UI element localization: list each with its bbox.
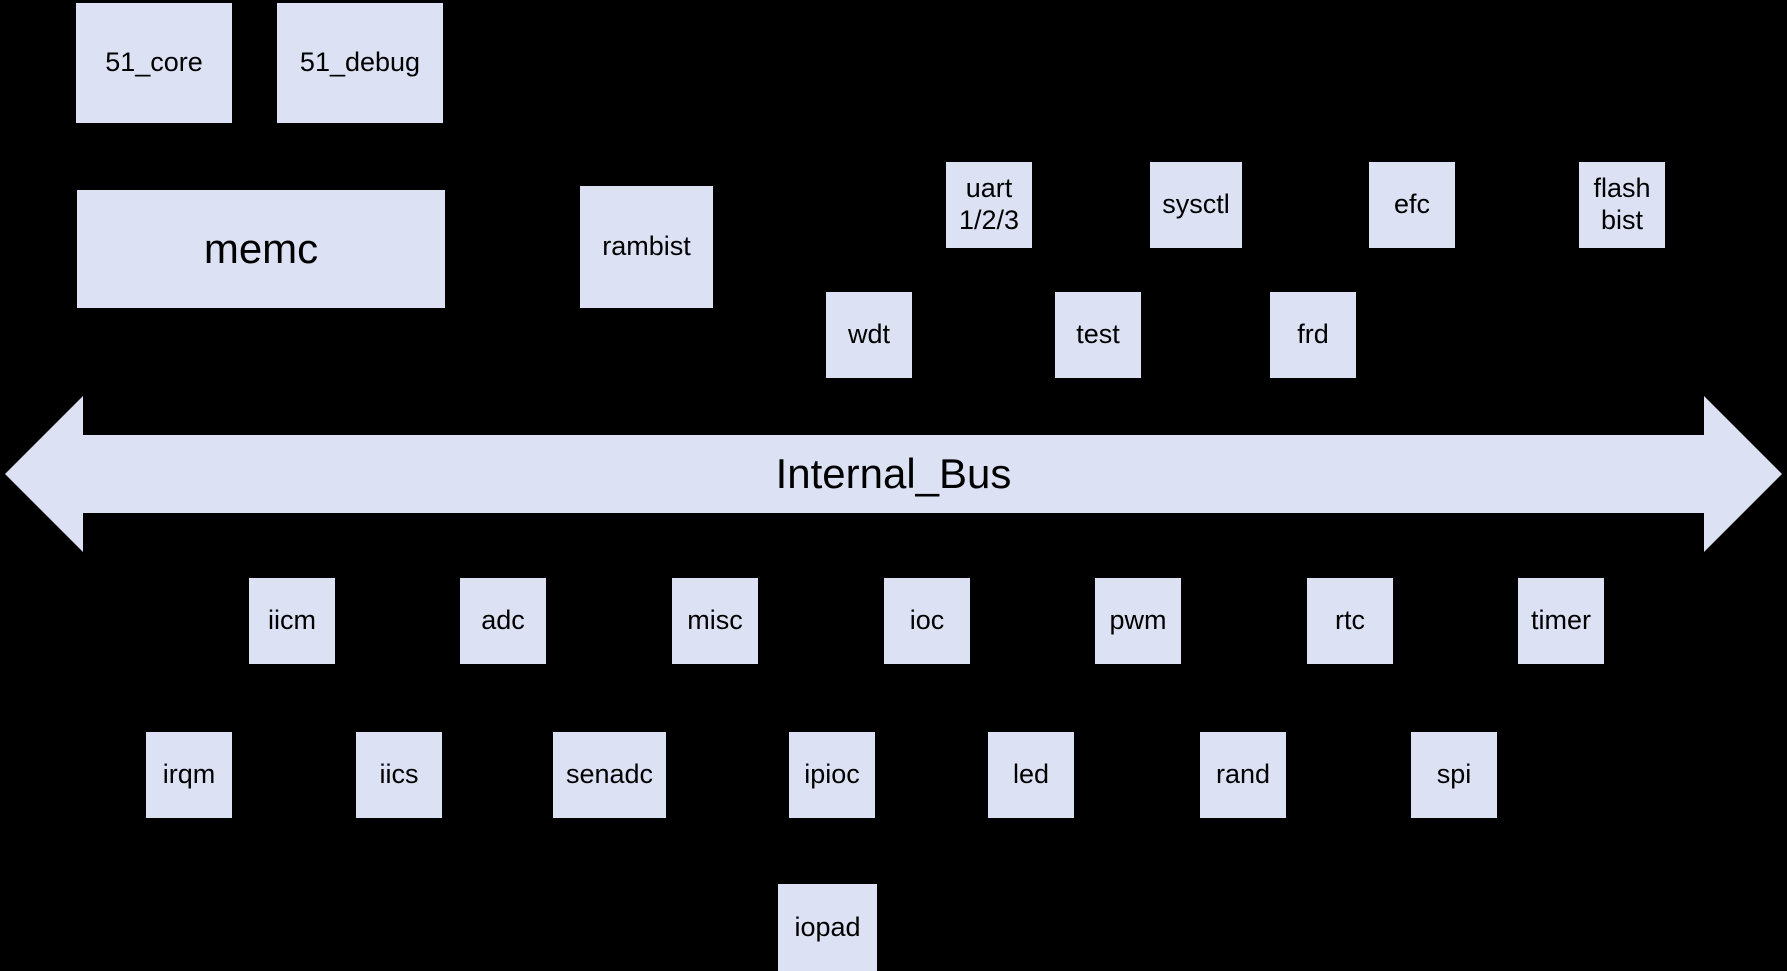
block-label: efc [1393, 189, 1431, 220]
block-label: sysctl [1162, 189, 1230, 220]
block-flash_bist[interactable]: flash bist [1579, 162, 1665, 248]
block-label: senadc [565, 759, 654, 790]
block-label: test [1076, 319, 1120, 350]
block-label: iopad [794, 911, 861, 942]
block-timer[interactable]: timer [1518, 578, 1604, 664]
block-ioc[interactable]: ioc [884, 578, 970, 664]
block-wdt[interactable]: wdt [826, 292, 912, 378]
block-senadc[interactable]: senadc [553, 732, 666, 818]
bidirectional-arrow-shape [5, 396, 1782, 552]
block-iics[interactable]: iics [356, 732, 442, 818]
block-label: iicm [268, 605, 316, 636]
block-label: memc [203, 225, 319, 273]
block-label: 51_core [105, 47, 203, 78]
block-label: uart 1/2/3 [958, 173, 1020, 235]
block-spi[interactable]: spi [1411, 732, 1497, 818]
block-label: timer [1531, 605, 1591, 636]
block-iopad[interactable]: iopad [778, 884, 877, 971]
block-pwm[interactable]: pwm [1095, 578, 1181, 664]
block-label: ioc [909, 605, 945, 636]
block-label: ipioc [804, 759, 860, 790]
internal-bus-arrow [0, 378, 1787, 570]
block-label: spi [1436, 759, 1472, 790]
block-frd[interactable]: frd [1270, 292, 1356, 378]
block-label: misc [687, 605, 743, 636]
block-label: irqm [162, 759, 216, 790]
block-rambist[interactable]: rambist [580, 186, 713, 308]
block-sysctl[interactable]: sysctl [1150, 162, 1242, 248]
block-label: rand [1215, 759, 1271, 790]
block-label: iics [379, 759, 419, 790]
block-adc[interactable]: adc [460, 578, 546, 664]
block-label: adc [481, 605, 525, 636]
block-label: 51_debug [299, 47, 421, 78]
block-misc[interactable]: misc [672, 578, 758, 664]
block-ipioc[interactable]: ipioc [789, 732, 875, 818]
block-test[interactable]: test [1055, 292, 1141, 378]
block-51_core[interactable]: 51_core [76, 3, 232, 123]
block-label: pwm [1109, 605, 1167, 636]
block-rtc[interactable]: rtc [1307, 578, 1393, 664]
block-led[interactable]: led [988, 732, 1074, 818]
block-rand[interactable]: rand [1200, 732, 1286, 818]
block-memc[interactable]: memc [77, 190, 445, 308]
block-label: rambist [602, 231, 691, 262]
block-uart[interactable]: uart 1/2/3 [946, 162, 1032, 248]
block-label: wdt [847, 319, 891, 350]
block-irqm[interactable]: irqm [146, 732, 232, 818]
block-51_debug[interactable]: 51_debug [277, 3, 443, 123]
block-label: led [1012, 759, 1050, 790]
block-label: rtc [1335, 605, 1365, 636]
block-label: flash bist [1593, 173, 1651, 235]
block-efc[interactable]: efc [1369, 162, 1455, 248]
block-iicm[interactable]: iicm [249, 578, 335, 664]
block-label: frd [1297, 319, 1329, 350]
